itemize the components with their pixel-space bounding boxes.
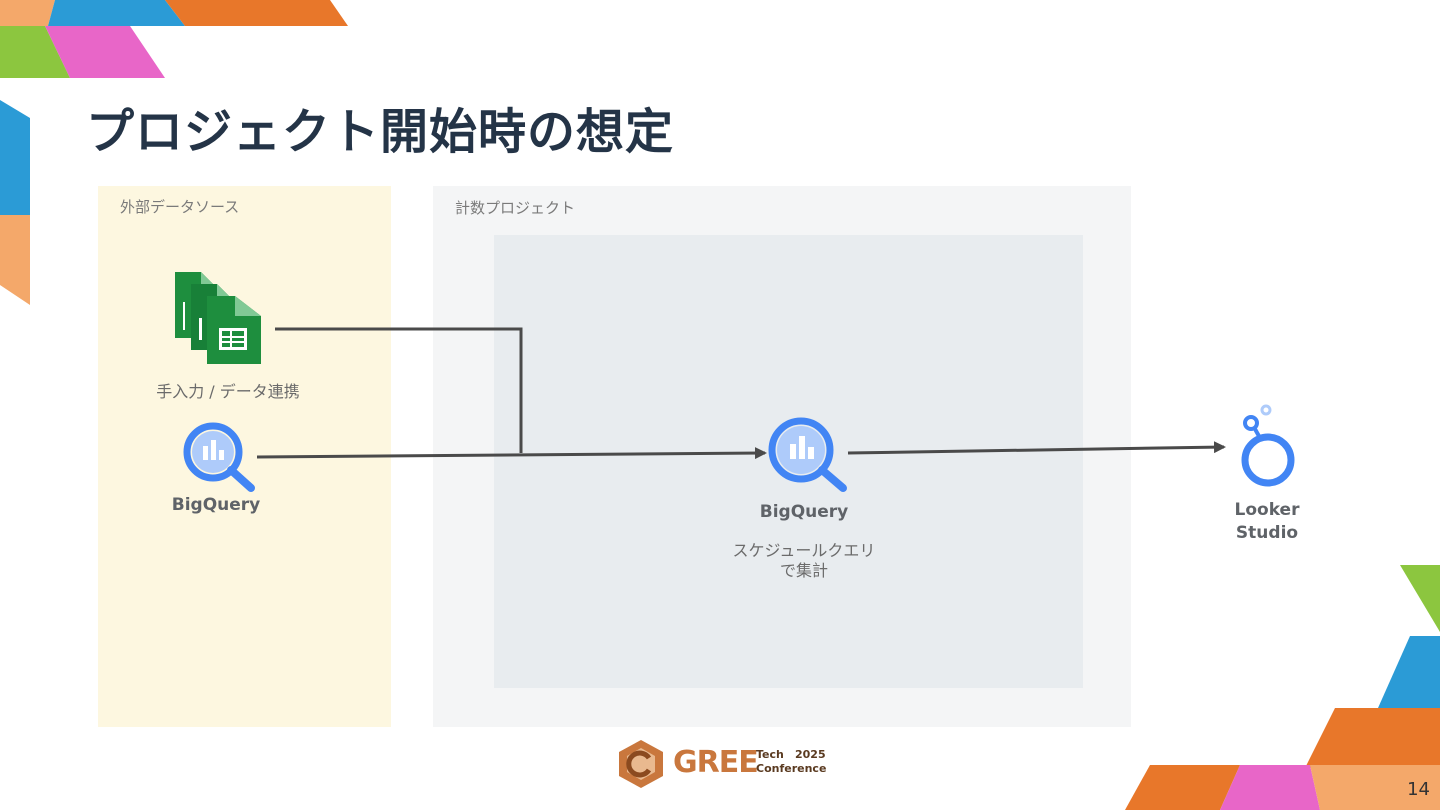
sheets-caption: 手入力 / データ連携: [128, 378, 328, 402]
footer-brand: GREE: [673, 745, 758, 780]
footer-conference: Conference: [756, 762, 826, 775]
footer-year: 2025: [795, 748, 826, 761]
gree-logo-icon: [615, 738, 667, 788]
bigquery-to-project-arrow: [257, 453, 765, 457]
scheduled-query-note-line2: で集計: [704, 557, 904, 581]
bigquery-project-icon: [767, 416, 849, 494]
google-sheets-icon: [175, 272, 265, 364]
footer-tech: Tech: [756, 748, 784, 761]
conference-logo: GREE Tech 2025 Conference: [615, 738, 830, 788]
looker-studio-icon: [1238, 402, 1300, 492]
bigquery-project-caption: BigQuery: [724, 502, 884, 522]
page-number: 14: [1407, 779, 1430, 800]
looker-caption-line1: Looker: [1207, 500, 1327, 520]
project-to-looker-arrow: [848, 447, 1224, 453]
bigquery-source-caption: BigQuery: [136, 495, 296, 515]
looker-caption-line2: Studio: [1207, 523, 1327, 543]
bigquery-source-icon: [183, 422, 257, 494]
